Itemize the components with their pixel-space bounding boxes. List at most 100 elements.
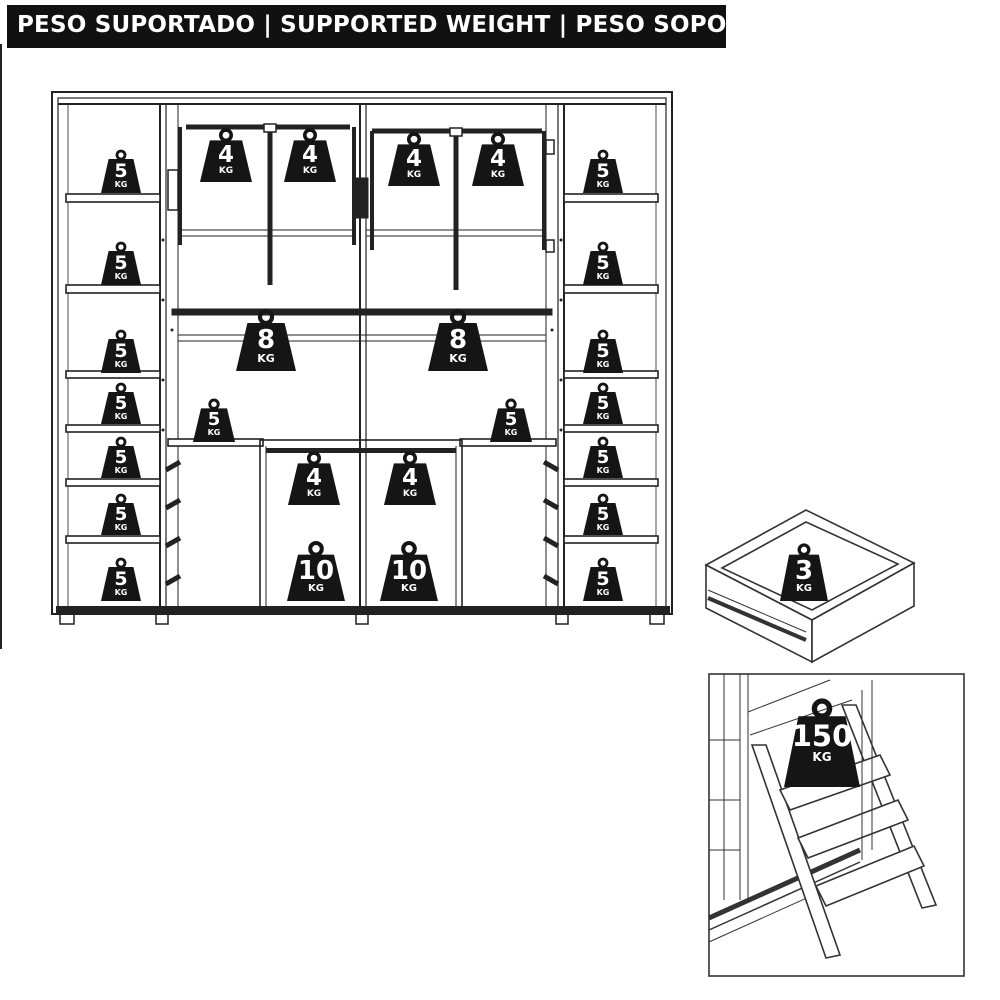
weight-right-shelves-5 [583,436,623,478]
weight-left-shelves-7 [101,557,141,601]
weight-left-shelves-1 [101,149,141,193]
weight-bottom-base-1-ring [308,540,324,557]
weight-right-shelves-6-ring [597,493,609,505]
shelf-pin-holes [161,238,563,432]
weight-right-shelves-6 [583,493,623,535]
weight-right-shelves-1-body [583,159,623,193]
wardrobe-base [56,606,670,614]
right-shelves [563,193,659,544]
weight-left-shelves-4-ring [115,382,127,394]
weight-left-shelves-3 [101,329,141,373]
weight-hanging-rods-1-ring [257,308,275,326]
weight-pull-down-rails-1-ring [218,128,234,143]
weight-ladder-body [784,716,860,787]
weight-lower-rods-1-ring [306,451,322,466]
weight-middle-shelves-2-ring [505,398,517,410]
weight-left-shelves-3-ring [115,329,127,341]
shoe-rack-slats [164,459,560,587]
left-border-line [0,44,2,649]
weight-drawer [780,543,828,601]
weight-left-shelves-5-ring [115,436,127,448]
weight-left-shelves-4-body [101,392,141,424]
weight-lower-rods-2-body [384,463,436,505]
wardrobe-frame [51,91,673,615]
weight-hanging-rods-2-body [428,323,488,371]
weight-pull-down-rails-4 [472,132,524,186]
lower-rod [266,448,456,453]
weight-lower-rods-1 [288,451,340,505]
pull-down-rails [167,123,555,290]
left-shelves [65,193,161,544]
weight-left-shelves-5 [101,436,141,478]
weight-left-shelves-6-ring [115,493,127,505]
header-bar: PESO SUPORTADO | SUPPORTED WEIGHT | PESO… [7,5,726,48]
ladder-illustration [707,673,965,977]
weight-drawer-body [780,554,828,601]
weight-right-shelves-3 [583,329,623,373]
weight-right-shelves-5-body [583,446,623,478]
weight-pull-down-rails-1 [200,128,252,182]
weight-lower-rods-1-body [288,463,340,505]
weight-middle-shelves-1-body [193,408,235,442]
weight-bottom-base-2 [380,540,438,601]
wardrobe-feet [59,613,665,625]
weight-right-shelves-2-ring [597,241,609,253]
weight-middle-shelves-2-body [490,408,532,442]
weight-right-shelves-1 [583,149,623,193]
weight-left-shelves-5-body [101,446,141,478]
weight-pull-down-rails-4-body [472,144,524,186]
weight-bottom-base-2-ring [401,540,417,557]
weight-left-shelves-7-body [101,567,141,601]
weight-right-shelves-4-body [583,392,623,424]
weight-right-shelves-4 [583,382,623,424]
weight-hanging-rods-1-body [236,323,296,371]
weight-right-shelves-7 [583,557,623,601]
weight-pull-down-rails-1-body [200,140,252,182]
weight-pull-down-rails-3 [388,132,440,186]
weight-icons-layer [101,128,860,787]
weight-left-shelves-6 [101,493,141,535]
weight-bottom-base-1 [287,540,345,601]
weight-left-shelves-2 [101,241,141,285]
weight-left-shelves-2-body [101,251,141,285]
weight-pull-down-rails-4-ring [490,132,506,147]
weight-pull-down-rails-2-body [284,140,336,182]
weight-right-shelves-3-ring [597,329,609,341]
weight-lower-rods-2-ring [402,451,418,466]
weight-left-shelves-1-ring [115,149,127,161]
weight-ladder-ring [811,698,833,719]
weight-right-shelves-7-body [583,567,623,601]
weight-ladder [784,698,860,787]
weight-pull-down-rails-3-body [388,144,440,186]
weight-right-shelves-2 [583,241,623,285]
weight-lower-rods-2 [384,451,436,505]
weight-pull-down-rails-2-ring [302,128,318,143]
weight-pull-down-rails-3-ring [406,132,422,147]
weight-hanging-rods-2-ring [449,308,467,326]
weight-left-shelves-4 [101,382,141,424]
weight-middle-shelves-2 [490,398,532,442]
weight-left-shelves-3-body [101,339,141,373]
weight-right-shelves-1-ring [597,149,609,161]
weight-hanging-rods-2 [428,308,488,371]
weight-right-shelves-4-ring [597,382,609,394]
weight-right-shelves-3-body [583,339,623,373]
weight-middle-shelves-1-ring [208,398,220,410]
weight-right-shelves-6-body [583,503,623,535]
weight-left-shelves-7-ring [115,557,127,569]
weight-right-shelves-2-body [583,251,623,285]
weight-left-shelves-6-body [101,503,141,535]
hanging-rods [171,308,553,342]
weight-middle-shelves-1 [193,398,235,442]
weight-hanging-rods-1 [236,308,296,371]
weight-bottom-base-1-body [287,554,345,601]
weight-right-shelves-5-ring [597,436,609,448]
lower-compartment [259,439,463,609]
weight-bottom-base-2-body [380,554,438,601]
weight-left-shelves-2-ring [115,241,127,253]
header-title: PESO SUPORTADO | SUPPORTED WEIGHT | PESO… [17,12,726,38]
weight-right-shelves-7-ring [597,557,609,569]
weight-pull-down-rails-2 [284,128,336,182]
weight-left-shelves-1-body [101,159,141,193]
